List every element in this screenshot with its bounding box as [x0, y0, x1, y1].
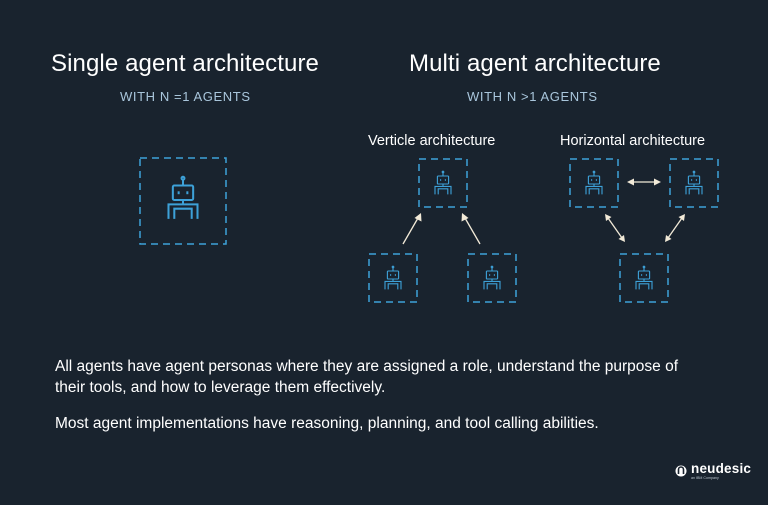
robot-icon — [685, 170, 703, 195]
multi-agent-subtitle: WITH N >1 AGENTS — [467, 89, 598, 104]
arrow-right-up — [461, 213, 481, 245]
arrow-left-up — [402, 213, 422, 245]
arrow-left-bottom — [605, 214, 625, 242]
logo-tagline: an IBM Company — [691, 476, 719, 480]
logo-name: neudesic — [691, 461, 752, 476]
vertical-top-agent — [418, 158, 468, 208]
robot-icon — [384, 265, 402, 290]
single-agent-box — [139, 157, 227, 245]
horizontal-left-agent — [569, 158, 619, 208]
robot-icon — [167, 175, 199, 220]
body-paragraph-1: All agents have agent personas where the… — [55, 358, 678, 396]
robot-icon — [635, 265, 653, 290]
arrow-left-right — [627, 178, 661, 186]
horizontal-architecture-label: Horizontal architecture — [560, 133, 706, 149]
multi-agent-title: Multi agent architecture — [409, 50, 661, 77]
vertical-right-agent — [467, 253, 517, 303]
horizontal-bottom-agent — [619, 253, 669, 303]
single-agent-title: Single agent architecture — [51, 50, 319, 77]
horizontal-right-agent — [669, 158, 719, 208]
robot-icon — [434, 170, 452, 195]
vertical-architecture-label: Verticle architecture — [368, 133, 496, 149]
arrow-right-bottom — [665, 214, 685, 242]
vertical-left-agent — [368, 253, 418, 303]
robot-icon — [585, 170, 603, 195]
body-paragraph-2: Most agent implementations have reasonin… — [55, 415, 599, 432]
single-agent-subtitle: WITH N =1 AGENTS — [120, 89, 251, 104]
neudesic-logo: neudesic an IBM Company — [675, 461, 751, 480]
robot-icon — [483, 265, 501, 290]
neudesic-logo-icon — [675, 465, 687, 476]
